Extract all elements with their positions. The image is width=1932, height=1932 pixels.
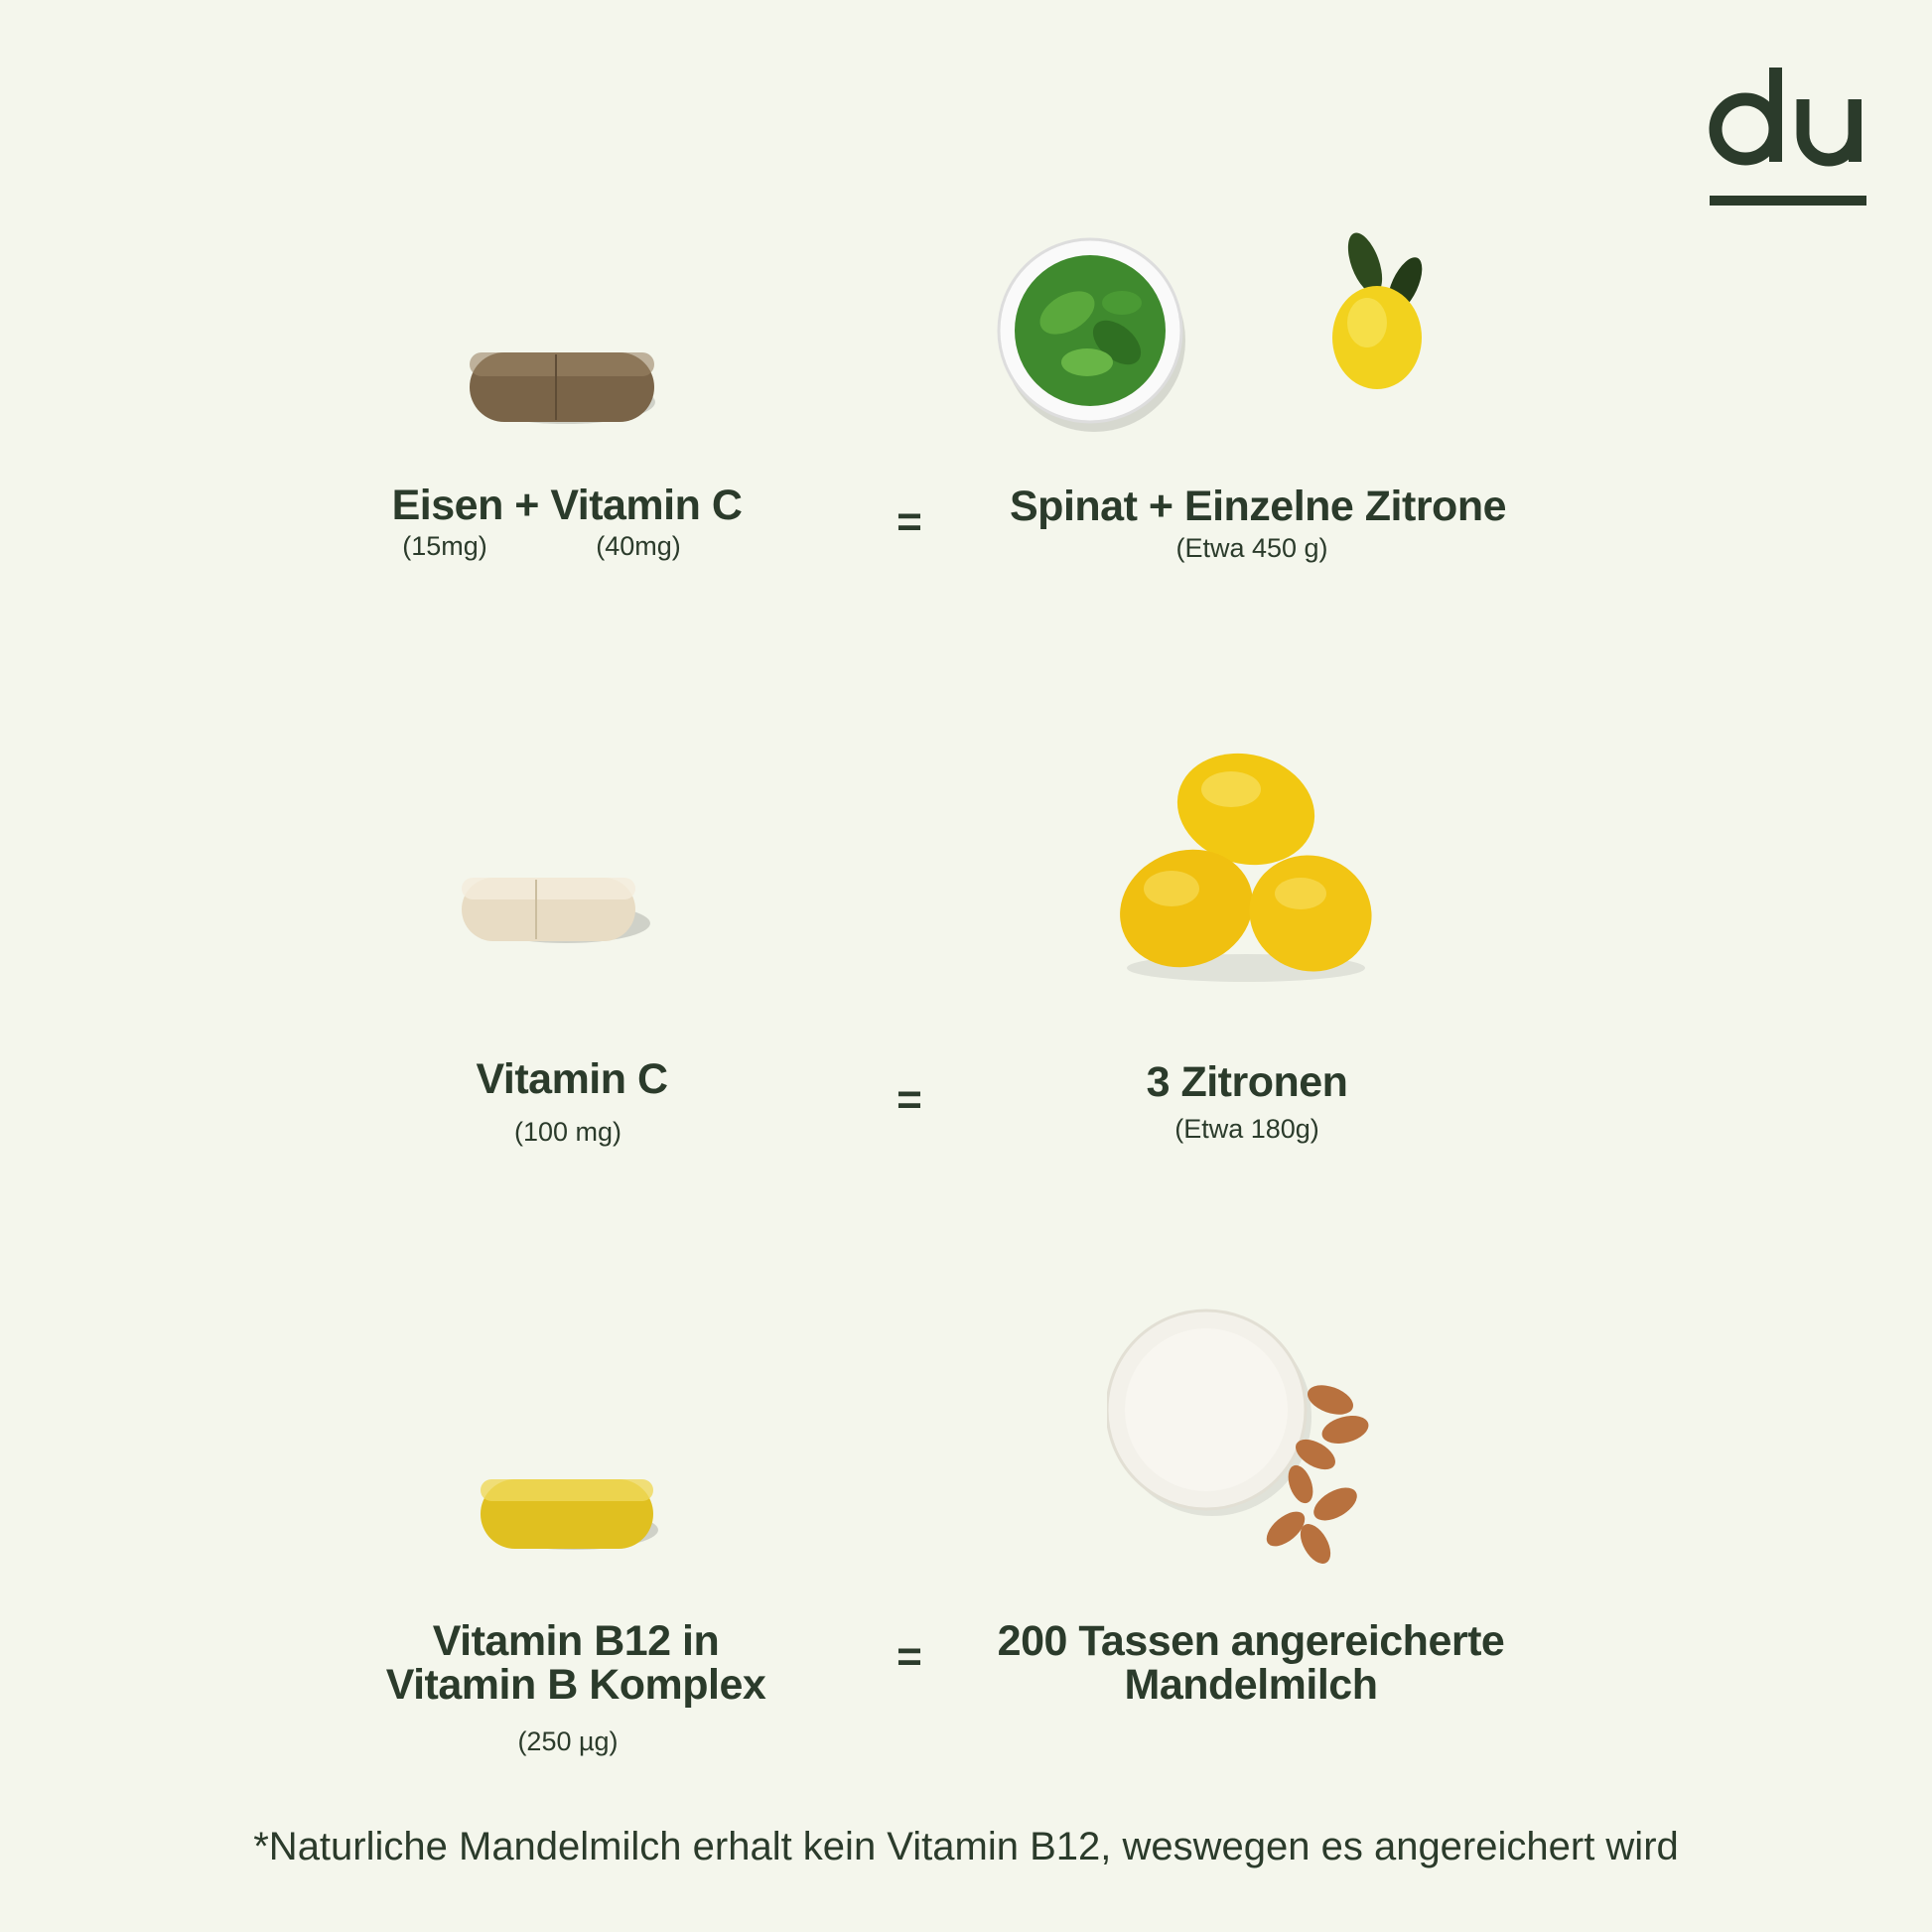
- spinach-lemon-amount: (Etwa 450 g): [1175, 533, 1328, 563]
- iron-vitamin-c-title: Eisen + Vitamin C: [391, 482, 743, 529]
- b-complex-capsule-image: [481, 1479, 658, 1550]
- b12-title-line-1: Vitamin B12 in: [432, 1617, 720, 1665]
- lemons-amount: (Etwa 180g): [1174, 1114, 1319, 1144]
- almond-milk-title-line-2: Mandelmilch: [1124, 1661, 1378, 1709]
- iron-capsule-image: [470, 352, 655, 424]
- almond-milk-title-line-1: 200 Tassen angereicherte: [997, 1617, 1505, 1665]
- du-logo: [1709, 68, 1866, 206]
- vitamin-c-title: Vitamin C: [476, 1055, 668, 1103]
- almond-milk-image: [1107, 1309, 1369, 1564]
- b12-dose: (250 µg): [517, 1726, 619, 1756]
- equals-sign: =: [897, 1632, 922, 1681]
- b12-title-line-2: Vitamin B Komplex: [385, 1661, 766, 1709]
- iron-dose: (15mg): [402, 531, 487, 561]
- equals-sign: =: [897, 497, 922, 546]
- spinach-bowl-image: [997, 237, 1185, 432]
- spinach-lemon-title: Spinat + Einzelne Zitrone: [1010, 483, 1507, 530]
- vitamin-c-capsule-image: [462, 878, 650, 943]
- equals-sign: =: [897, 1075, 922, 1124]
- three-lemons-image: [1120, 753, 1372, 982]
- lemons-title: 3 Zitronen: [1146, 1058, 1348, 1106]
- vitamin-c-dose: (100 mg): [513, 1117, 622, 1147]
- vitamin-c-dose: (40mg): [596, 531, 681, 561]
- lemon-image: [1332, 232, 1423, 389]
- footnote: *Naturliche Mandelmilch erhalt kein Vita…: [253, 1825, 1679, 1868]
